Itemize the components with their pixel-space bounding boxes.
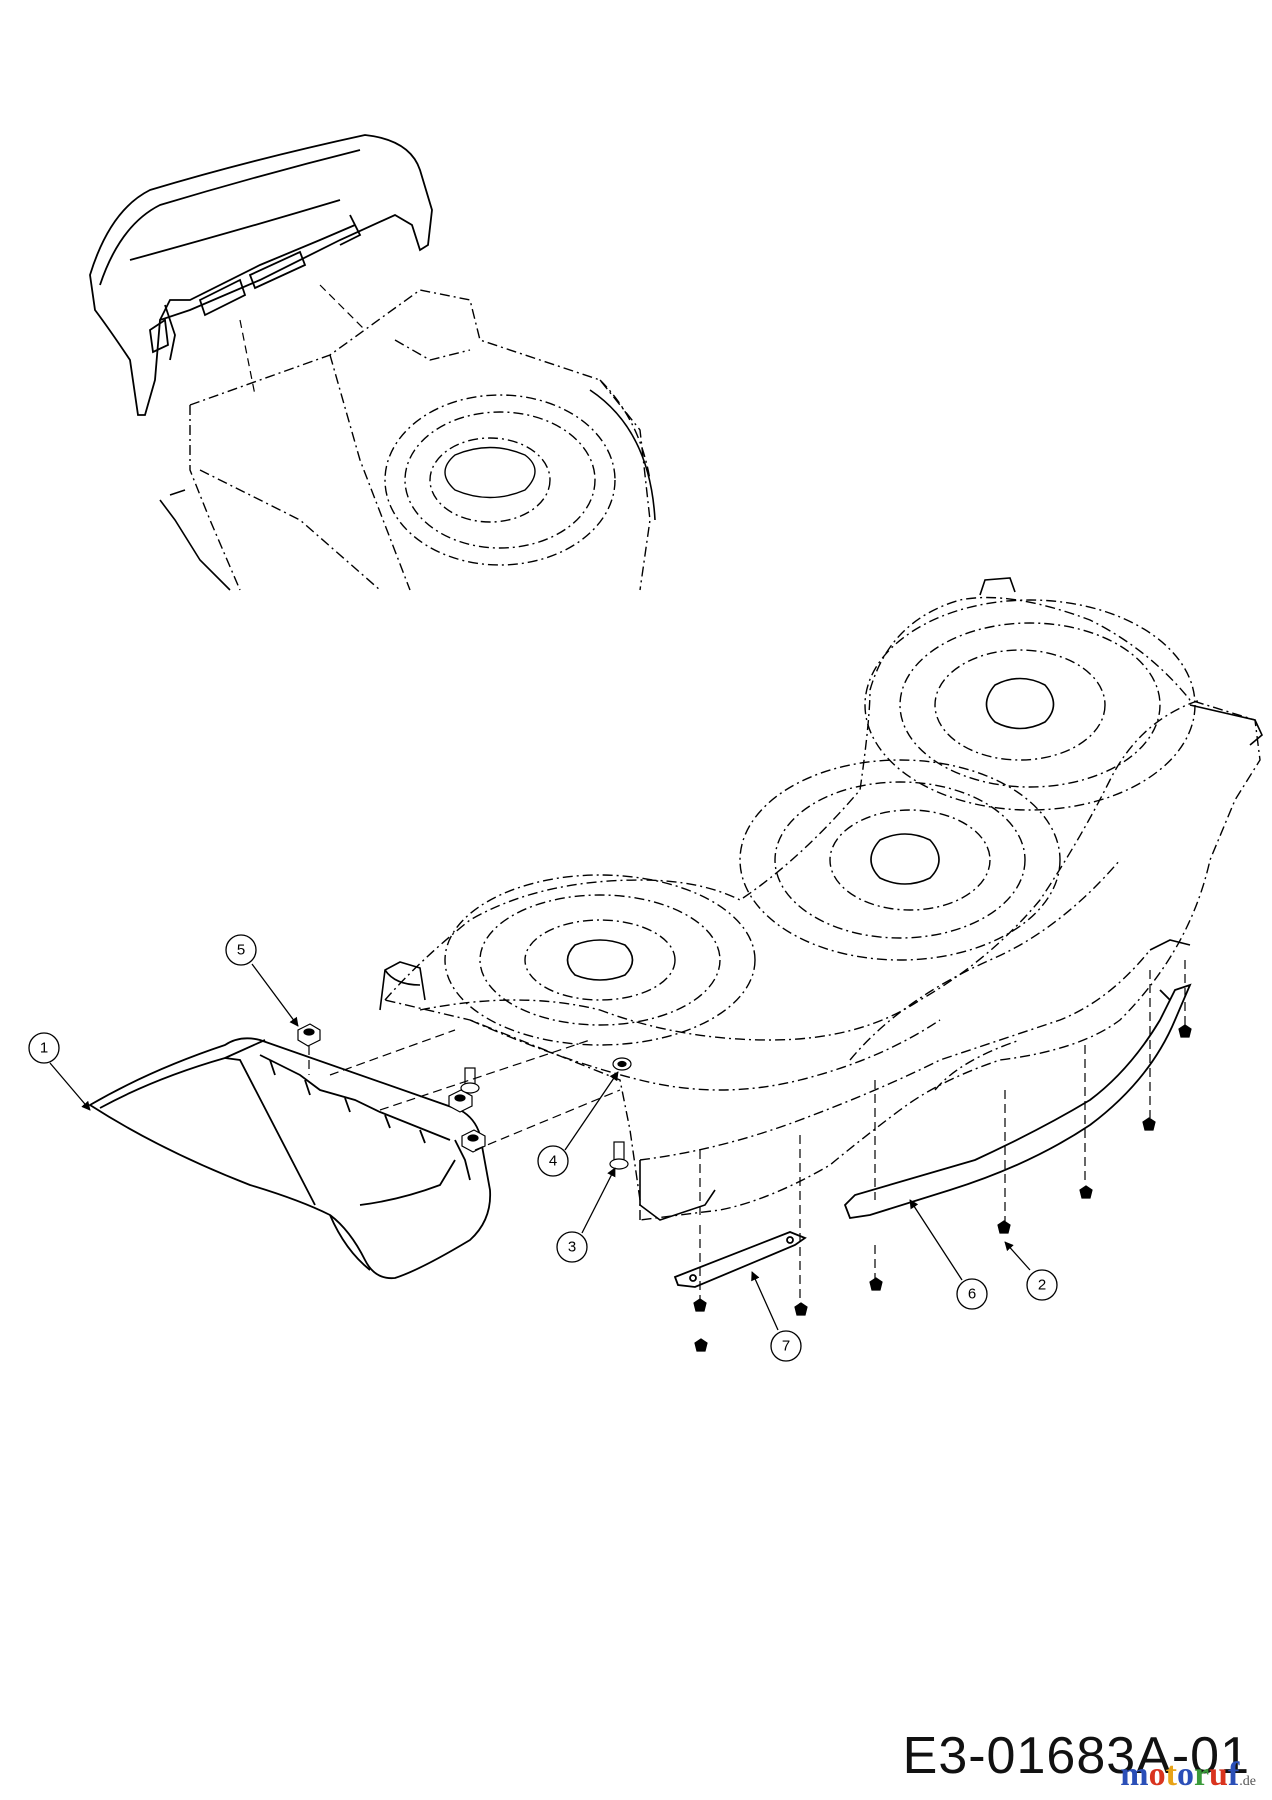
callout-label-3: 3 — [568, 1239, 576, 1256]
callout-3: 3 — [556, 1167, 616, 1263]
deck-solid-edges — [566, 577, 1263, 1221]
screw-d — [997, 1220, 1011, 1234]
upper-deck-edge — [159, 389, 656, 591]
screw-e — [1079, 1185, 1093, 1199]
upper-spindle-plate — [444, 446, 536, 499]
part-discharge-chute — [88, 1037, 492, 1280]
upper-deck-fragment — [189, 289, 651, 591]
hex-nut-5 — [297, 1023, 321, 1047]
hex-nut-b — [461, 1129, 486, 1153]
part-long-shield — [843, 983, 1192, 1219]
callout-label-4: 4 — [549, 1153, 557, 1170]
shoulder-bolt-chute — [460, 1067, 480, 1094]
shoulder-bolt-3 — [609, 1141, 629, 1170]
callout-label-7: 7 — [782, 1338, 790, 1355]
upper-detail-view — [89, 134, 656, 591]
callout-label-5: 5 — [237, 942, 245, 959]
screw-c — [869, 1277, 883, 1291]
drawing-code: E3-01683A-01 — [902, 1727, 1250, 1785]
assembly-lines — [308, 960, 1186, 1305]
fasteners — [297, 1023, 1192, 1352]
screw-b — [694, 1338, 708, 1352]
screw-h — [794, 1302, 808, 1316]
callout-7: 7 — [751, 1271, 802, 1362]
callout-label-6: 6 — [968, 1286, 976, 1303]
upper-projection-lines — [239, 284, 366, 396]
deck-hinge-bracket — [379, 961, 426, 1011]
callout-6: 6 — [909, 1199, 988, 1310]
callout-1: 1 — [28, 1032, 91, 1111]
callout-label-1: 1 — [40, 1040, 48, 1057]
part-small-plate — [673, 1231, 807, 1288]
mower-deck — [384, 596, 1261, 1221]
washer-4 — [612, 1057, 632, 1071]
callout-5: 5 — [225, 934, 299, 1027]
callouts: 1 5 4 3 7 6 — [28, 934, 1058, 1362]
upper-discharge-cover — [89, 134, 433, 416]
screw-f — [1142, 1117, 1156, 1131]
screw-a — [693, 1298, 707, 1312]
callout-2: 2 — [1004, 1241, 1058, 1301]
callout-label-2: 2 — [1038, 1277, 1046, 1294]
screw-g — [1178, 1024, 1192, 1038]
callout-4: 4 — [537, 1071, 619, 1177]
